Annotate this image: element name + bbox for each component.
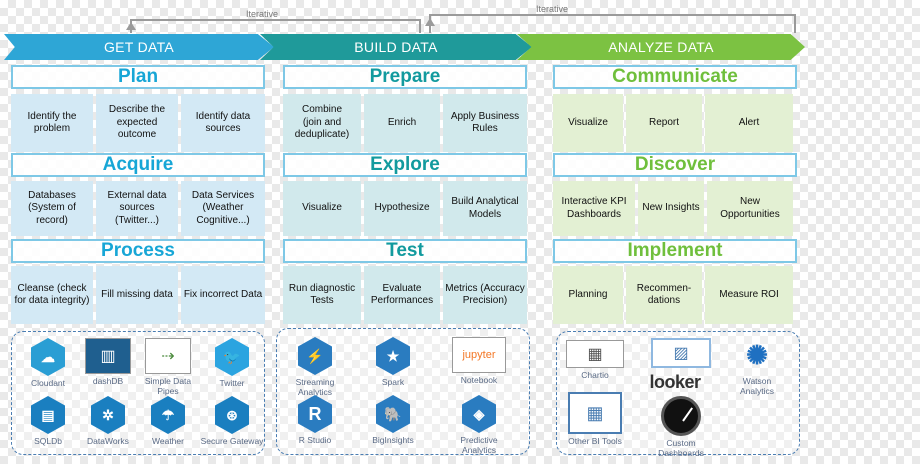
- tool-label: Custom Dashboards: [658, 438, 704, 458]
- tool-label: Weather: [152, 436, 184, 446]
- phase-title: GET DATA: [103, 39, 175, 55]
- watson-analytics-icon: ✺ Watson Analytics: [725, 336, 789, 397]
- tool-label: Streaming Analytics: [295, 377, 335, 397]
- tool-label: dashDB: [92, 376, 124, 386]
- step-cell: Combine (join and deduplicate): [283, 94, 361, 152]
- phase-arrow-analyze-data: ANALYZE DATA: [517, 34, 805, 60]
- phase-arrow-get-data: GET DATA: [4, 34, 274, 60]
- section-header-implement: Implement: [553, 239, 797, 263]
- phase-arrow-build-data: BUILD DATA: [260, 34, 532, 60]
- biginsights-icon: 🐘 BigInsights: [361, 395, 425, 445]
- section-header-communicate: Communicate: [553, 65, 797, 89]
- predictive-analytics-icon: ◈ Predictive Analytics: [447, 395, 511, 455]
- tool-label: Simple Data Pipes: [144, 376, 192, 396]
- step-cell: Describe the expected outcome: [96, 94, 178, 152]
- secure-gateway-icon: ⊛ Secure Gateway: [200, 396, 264, 446]
- step-cell: Fix incorrect Data: [181, 266, 265, 324]
- step-cell: Evaluate Performances: [364, 266, 440, 324]
- step-cell: Apply Business Rules: [443, 94, 527, 152]
- step-cell: Recommen- dations: [626, 266, 702, 324]
- tool-label: Other BI Tools: [568, 436, 622, 446]
- step-cell: Run diagnostic Tests: [283, 266, 361, 324]
- tools-analyze-data: ▦ Chartio ▨ ✺ Watson Analytics ▦ Other B…: [556, 331, 800, 458]
- section-header-discover: Discover: [553, 153, 797, 177]
- step-cell: Fill missing data: [96, 266, 178, 324]
- step-cell: New Insights: [638, 181, 704, 236]
- tool-label: BigInsights: [372, 435, 414, 445]
- step-cell: Databases (System of record): [11, 181, 93, 236]
- tools-build-data: ⚡ Streaming Analytics ★ Spark jupyter No…: [276, 328, 530, 455]
- step-cell: Visualize: [283, 181, 361, 236]
- weather-icon: ☂ Weather: [136, 396, 200, 446]
- step-cell: Metrics (Accuracy Precision): [443, 266, 527, 324]
- section-header-plan: Plan: [11, 65, 265, 89]
- sqldb-icon: ▤ SQLDb: [16, 396, 80, 446]
- step-cell: Data Services (Weather Cognitive...): [181, 181, 265, 236]
- r-studio-icon: R R Studio: [283, 395, 347, 445]
- streaming-analytics-icon: ⚡ Streaming Analytics: [283, 337, 347, 397]
- step-cell: Identify data sources: [181, 94, 265, 152]
- dataworks-icon: ✲ DataWorks: [76, 396, 140, 446]
- iterative-label-2: Iterative: [536, 4, 569, 14]
- step-cell: Visualize: [553, 94, 623, 152]
- tool-label: Secure Gateway: [200, 436, 264, 446]
- step-cell: Cleanse (check for data integrity): [11, 266, 93, 324]
- tool-label: Cloudant: [30, 378, 66, 388]
- step-cell: External data sources (Twitter...): [96, 181, 178, 236]
- iterative-label-1: Iterative: [246, 9, 279, 19]
- step-cell: Alert: [705, 94, 793, 152]
- spark-icon: ★ Spark: [361, 337, 425, 387]
- tool-label: DataWorks: [87, 436, 129, 446]
- phase-title: BUILD DATA: [354, 39, 438, 55]
- tool-label: Notebook: [460, 375, 498, 385]
- section-header-prepare: Prepare: [283, 65, 527, 89]
- step-cell: Interactive KPI Dashboards: [553, 181, 635, 236]
- analytics-dashboard-icon: ▨: [649, 338, 713, 368]
- tool-label: Watson Analytics: [739, 376, 774, 396]
- step-cell: New Opportunities: [707, 181, 793, 236]
- phase-title: ANALYZE DATA: [608, 39, 714, 55]
- chartio-icon: ▦ Chartio: [563, 340, 627, 380]
- tool-label: Twitter: [219, 378, 245, 388]
- step-cell: Build Analytical Models: [443, 181, 527, 236]
- looker-logo: looker: [649, 372, 701, 392]
- section-header-explore: Explore: [283, 153, 527, 177]
- tool-label: Chartio: [581, 370, 609, 380]
- section-header-acquire: Acquire: [11, 153, 265, 177]
- tool-label: R Studio: [298, 435, 332, 445]
- step-cell: Enrich: [364, 94, 440, 152]
- bi-tools-icon: ▦ Other BI Tools: [563, 392, 627, 446]
- step-cell: Report: [626, 94, 702, 152]
- data-pipes-icon: ⇢ Simple Data Pipes: [136, 338, 200, 396]
- section-header-test: Test: [283, 239, 527, 263]
- section-header-process: Process: [11, 239, 265, 263]
- tool-label: Spark: [381, 377, 405, 387]
- tools-get-data: ☁ Cloudant ▥ dashDB ⇢ Simple Data Pipes …: [11, 331, 265, 455]
- twitter-icon: 🐦 Twitter: [200, 338, 264, 388]
- tool-label: SQLDb: [34, 436, 62, 446]
- gauge-icon: Custom Dashboards: [649, 396, 713, 458]
- step-cell: Planning: [553, 266, 623, 324]
- cloudant-icon: ☁ Cloudant: [16, 338, 80, 388]
- jupyter-icon: jupyter Notebook: [447, 337, 511, 385]
- step-cell: Measure ROI: [705, 266, 793, 324]
- step-cell: Identify the problem: [11, 94, 93, 152]
- tool-label: Predictive Analytics: [460, 435, 498, 455]
- iterative-arrows: [126, 14, 796, 33]
- dashdb-icon: ▥ dashDB: [76, 338, 140, 386]
- step-cell: Hypothesize: [364, 181, 440, 236]
